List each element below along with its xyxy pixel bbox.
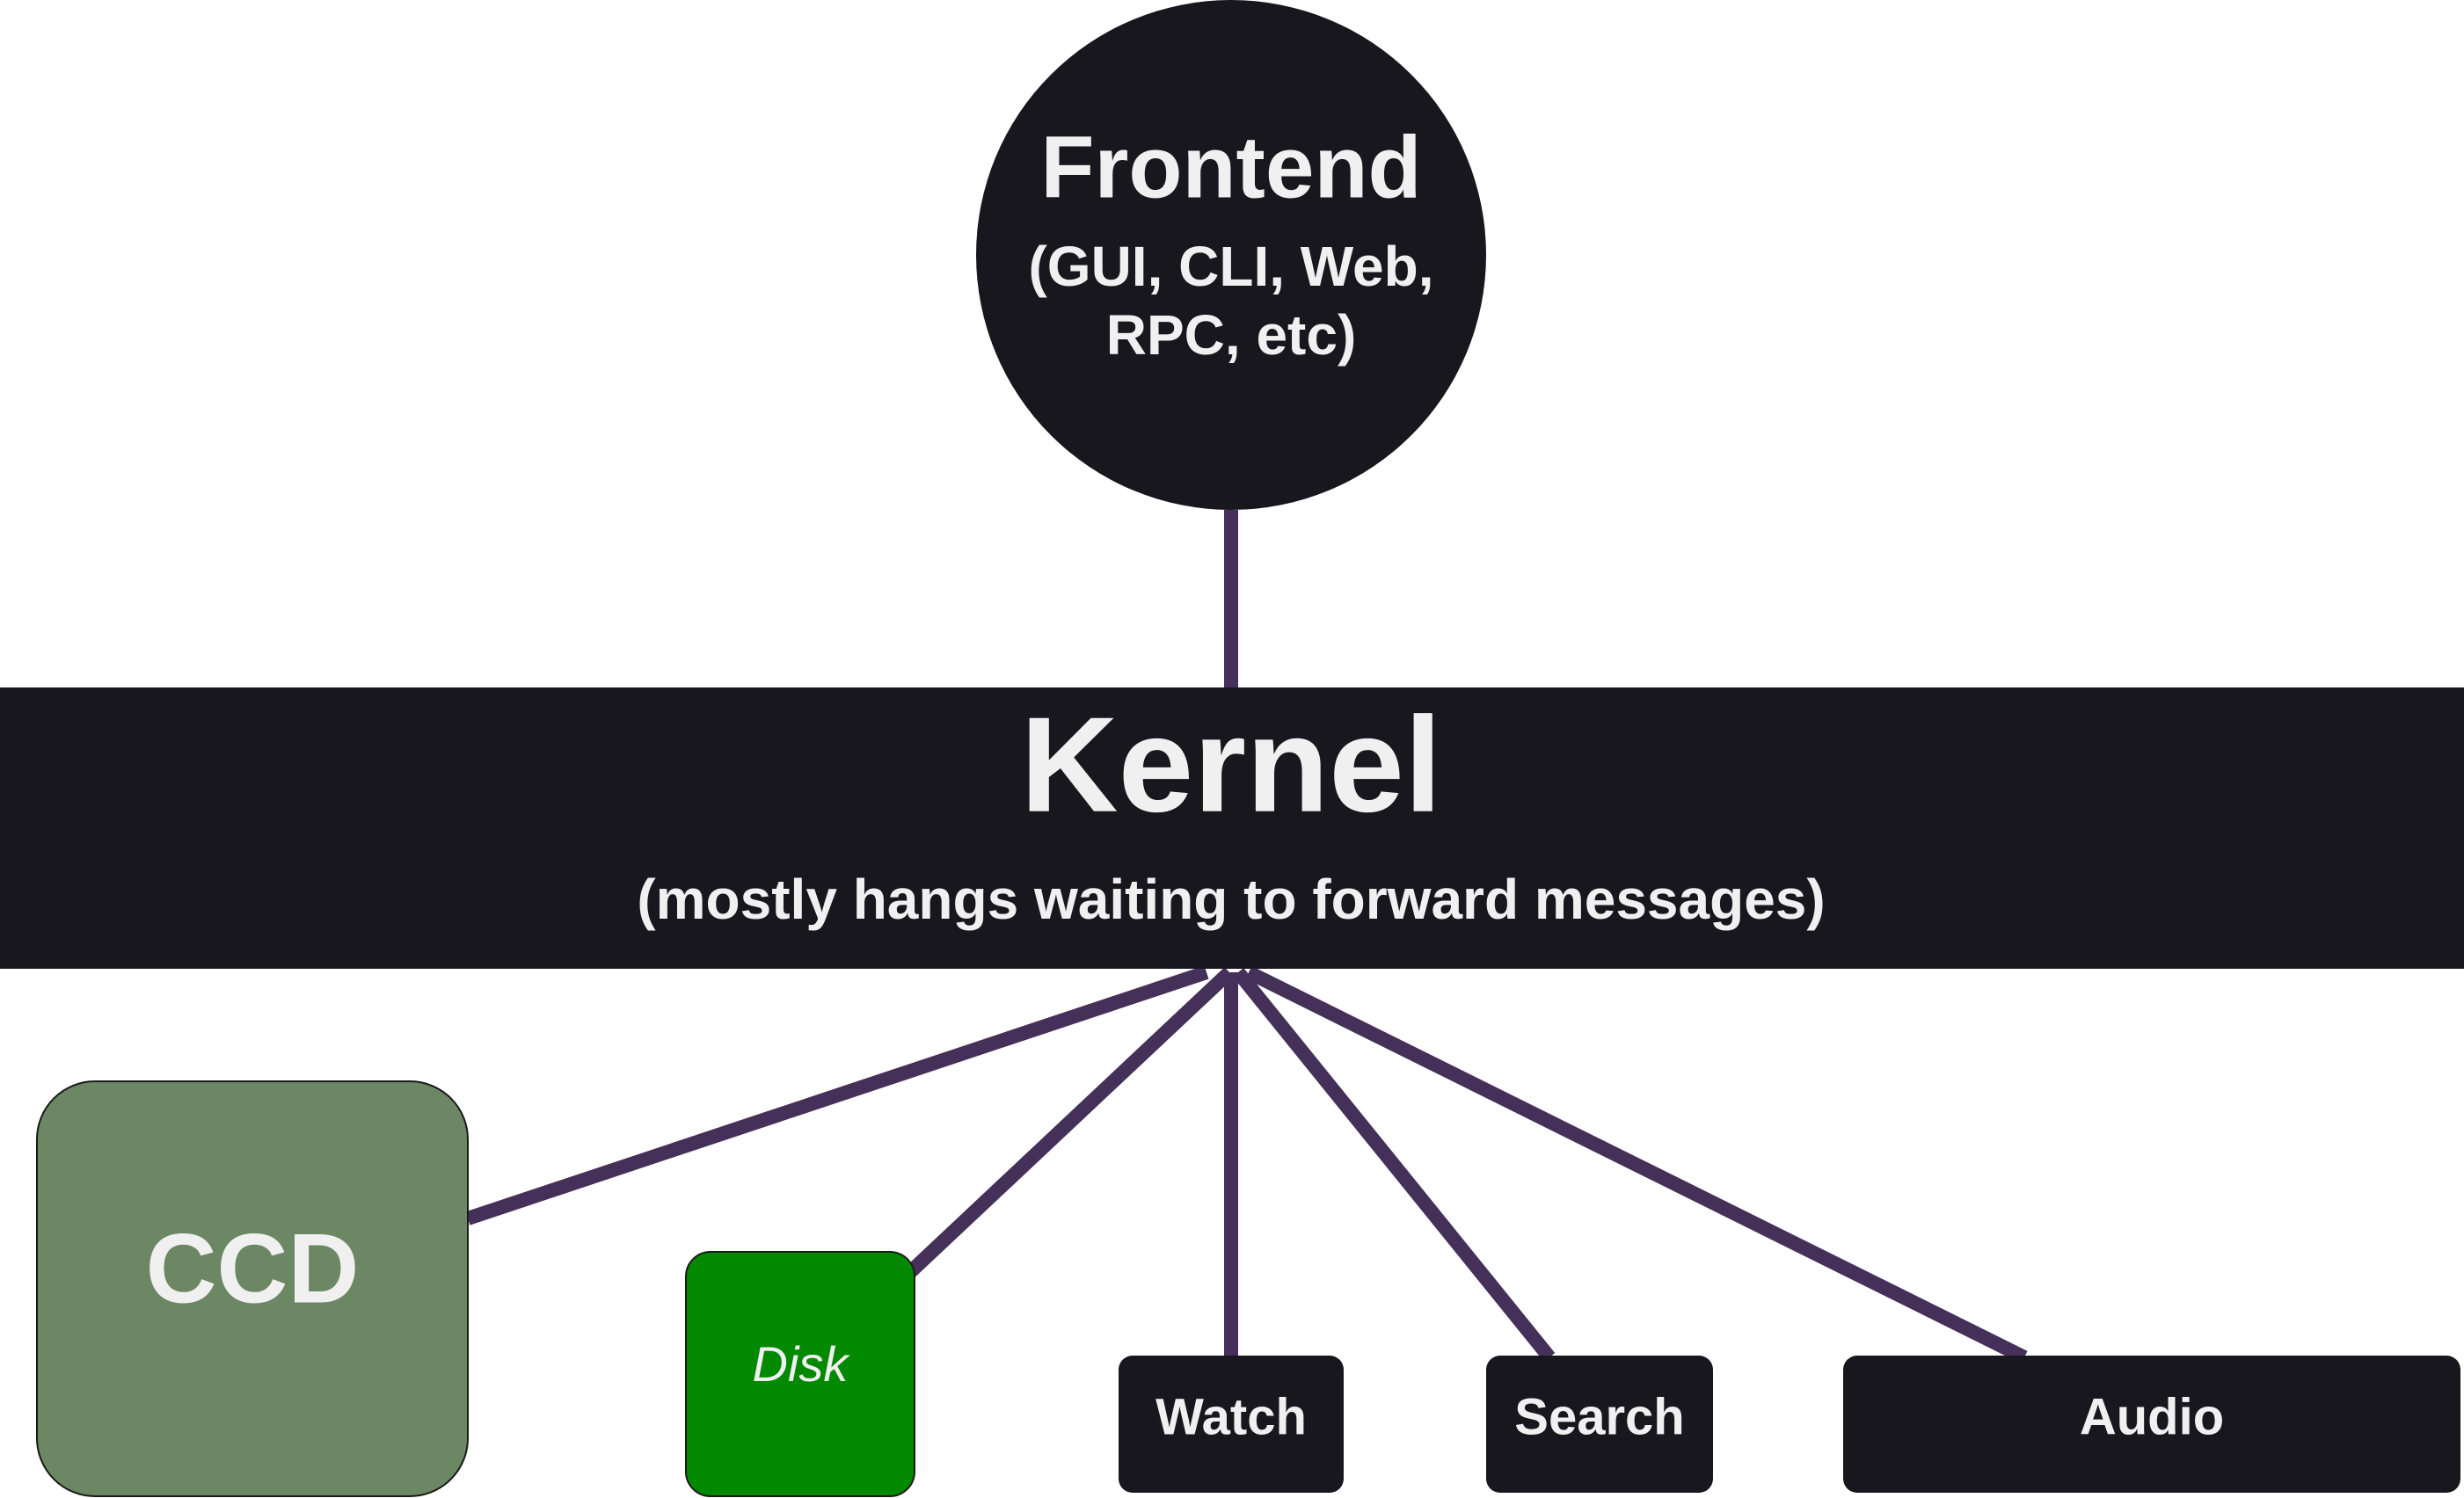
disk-node: Disk <box>685 1251 915 1497</box>
audio-box <box>1843 1356 2460 1493</box>
ccd-box <box>36 1080 469 1497</box>
watch-label: Watch <box>1155 1388 1307 1445</box>
kernel-bar <box>0 687 2464 969</box>
kernel-node: Kernel (mostly hangs waiting to forward … <box>0 687 2464 969</box>
connectors <box>465 510 2028 1364</box>
frontend-title: Frontend <box>1040 118 1421 216</box>
connector-kernel-audio <box>1245 965 2028 1364</box>
connector-kernel-ccd <box>465 965 1209 1225</box>
search-label: Search <box>1514 1388 1684 1445</box>
audio-label: Audio <box>2080 1388 2224 1445</box>
audio-node: Audio <box>1843 1356 2460 1493</box>
kernel-title: Kernel <box>1020 689 1441 840</box>
frontend-subtitle-line1: (GUI, CLI, Web, <box>1028 235 1433 298</box>
disk-label: Disk <box>753 1336 851 1392</box>
search-box <box>1486 1356 1713 1493</box>
connector-kernel-search <box>1232 967 1556 1363</box>
ccd-node: CCD <box>36 1080 469 1497</box>
disk-box <box>685 1251 915 1497</box>
frontend-node: Frontend (GUI, CLI, Web, RPC, etc) <box>976 0 1486 510</box>
frontend-circle <box>976 0 1486 510</box>
connector-kernel-disk <box>904 967 1235 1278</box>
search-node: Search <box>1486 1356 1713 1493</box>
kernel-subtitle: (mostly hangs waiting to forward message… <box>637 868 1825 931</box>
watch-node: Watch <box>1119 1356 1344 1493</box>
ccd-label: CCD <box>146 1214 360 1324</box>
frontend-subtitle-line2: RPC, etc) <box>1106 303 1357 367</box>
watch-box <box>1119 1356 1344 1493</box>
